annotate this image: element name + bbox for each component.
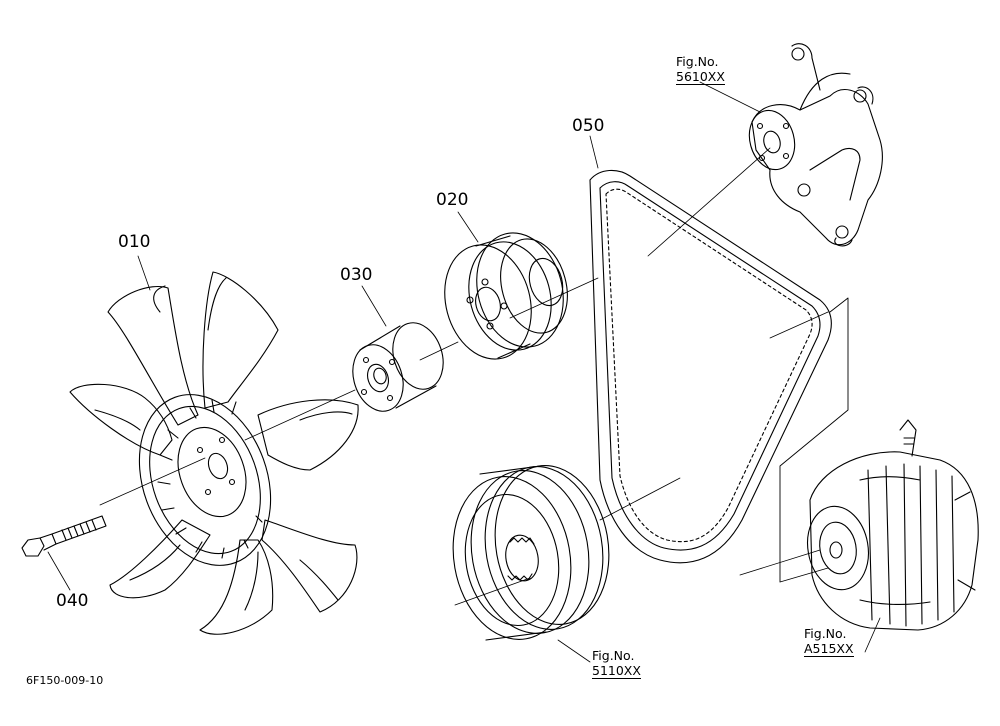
ref-alternator: Fig.No. A515XX xyxy=(804,626,854,657)
ref-water-pump-num: 5610XX xyxy=(676,69,725,85)
leader-050 xyxy=(589,135,599,169)
alternator-reference xyxy=(807,419,979,631)
water-pump-reference xyxy=(748,43,883,247)
v-belt-part-050 xyxy=(589,169,832,564)
ref-alternator-fig: Fig.No. xyxy=(804,626,847,641)
fan-pulley-part-020 xyxy=(444,232,568,360)
part-label-030: 030 xyxy=(340,265,373,285)
assembly-bracket-outline xyxy=(779,297,849,583)
ref-alternator-num: A515XX xyxy=(804,641,854,657)
ref-crank-pulley: Fig.No. 5110XX xyxy=(592,648,641,679)
bolt-part-040 xyxy=(21,515,107,557)
ref-water-pump: Fig.No. 5610XX xyxy=(676,54,725,85)
ref-crank-pulley-fig: Fig.No. xyxy=(592,648,635,663)
part-label-020: 020 xyxy=(436,190,469,210)
ref-water-pump-fig: Fig.No. xyxy=(676,54,719,69)
leader-A515XX xyxy=(864,617,881,653)
crank-pulley-reference xyxy=(452,465,610,641)
leader-040 xyxy=(47,551,71,591)
cooling-fan-part-010 xyxy=(69,271,359,635)
leader-5110XX xyxy=(557,639,591,663)
ref-crank-pulley-num: 5110XX xyxy=(592,663,641,679)
leader-020 xyxy=(457,211,479,243)
leader-030 xyxy=(361,285,387,327)
drawing-code: 6F150-009-10 xyxy=(26,674,104,687)
leader-5610XX xyxy=(699,81,761,113)
part-label-010: 010 xyxy=(118,232,151,252)
leader-010 xyxy=(137,255,151,291)
part-label-050: 050 xyxy=(572,116,605,136)
fan-spacer-part-030 xyxy=(352,322,444,412)
part-label-040: 040 xyxy=(56,591,89,611)
